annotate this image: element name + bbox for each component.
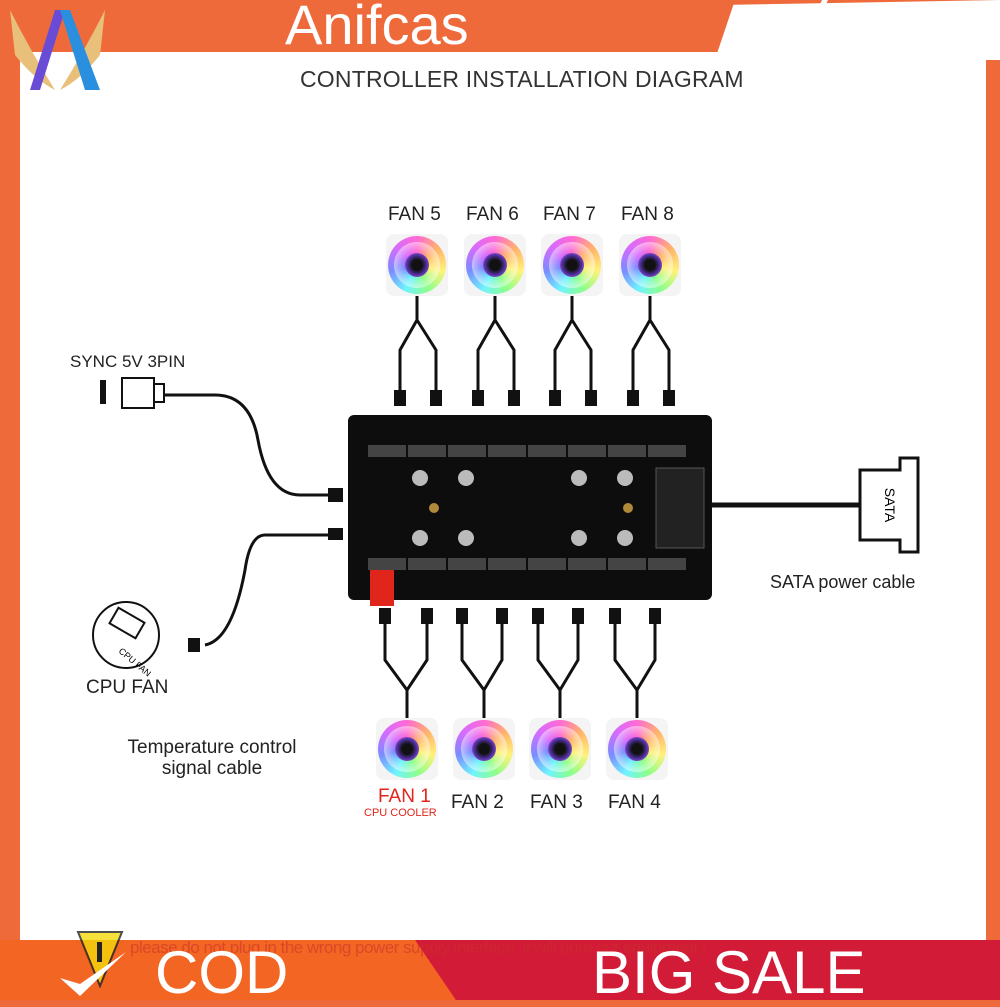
- fan-label: FAN 4: [608, 792, 661, 813]
- fan-label: FAN 5: [388, 204, 441, 225]
- fan-label: FAN 7: [543, 204, 596, 225]
- fan-label: FAN 3: [530, 792, 583, 813]
- sata-label: SATA power cable: [770, 572, 916, 592]
- fan-sublabel: CPU COOLER: [364, 807, 437, 819]
- fan-label: FAN 1: [378, 786, 431, 807]
- sata-connector: SATA: [858, 456, 920, 554]
- fan-cables: [165, 295, 860, 718]
- rgb-fan-icon: [453, 718, 515, 780]
- rgb-fan-icon: [376, 718, 438, 780]
- controller-board: [348, 415, 712, 606]
- wings-a-logo-icon: [10, 10, 105, 90]
- fan-label: FAN 8: [621, 204, 674, 225]
- cable-connectors: [188, 390, 675, 652]
- big-sale-label: BIG SALE: [592, 939, 866, 1006]
- cod-label: COD: [155, 939, 289, 1006]
- brand-name: Anifcas: [285, 0, 469, 56]
- fan-label: FAN 6: [466, 204, 519, 225]
- rgb-fan-icon: [541, 234, 603, 296]
- temp-cable-label: Temperature control signal cable: [127, 737, 297, 779]
- rgb-fan-icon: [386, 234, 448, 296]
- sync-plug-icon: [100, 377, 165, 409]
- svg-text:SATA: SATA: [882, 488, 898, 523]
- fan-label: FAN 2: [451, 792, 504, 813]
- cpu-fan-header: [370, 570, 394, 606]
- warning-text: please do not plug in the wrong power su…: [130, 938, 707, 957]
- checkmark-icon: [60, 952, 126, 996]
- rgb-fan-icon: [464, 234, 526, 296]
- header-decoration: [714, 0, 1000, 60]
- rgb-fan-icon: [619, 234, 681, 296]
- cpu-fan-label: CPU FAN: [86, 677, 169, 698]
- rgb-fan-icon: [606, 718, 668, 780]
- footer-sale-banner: [415, 940, 1000, 1000]
- cpu-fan-icon: CPU FAN: [92, 601, 160, 679]
- rgb-fan-icon: [529, 718, 591, 780]
- diagram-title: CONTROLLER INSTALLATION DIAGRAM: [300, 66, 744, 92]
- warning-icon: [76, 931, 124, 988]
- sync-label: SYNC 5V 3PIN: [70, 352, 186, 371]
